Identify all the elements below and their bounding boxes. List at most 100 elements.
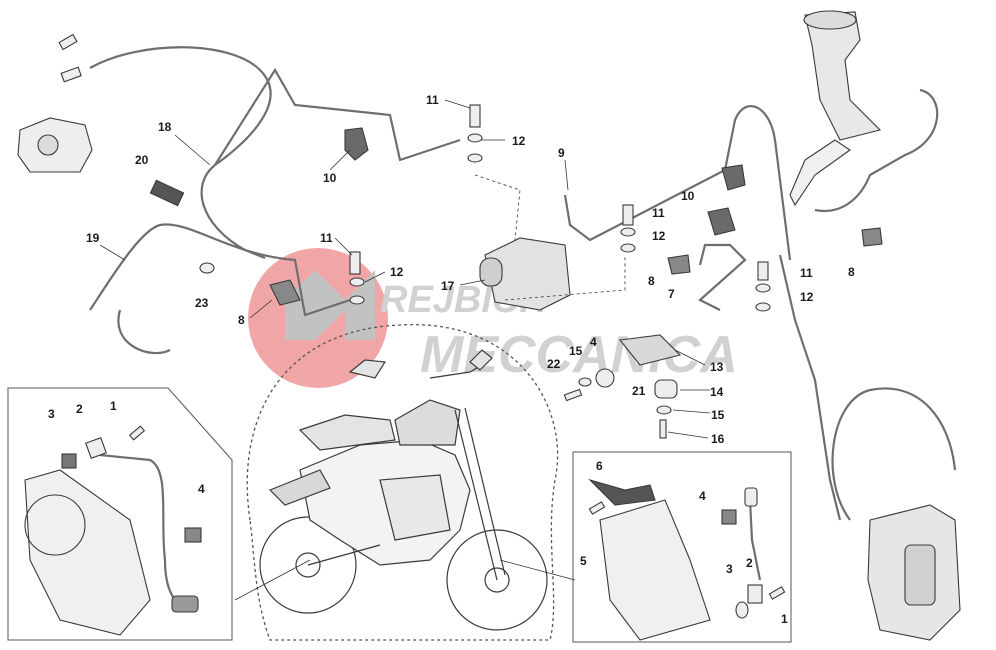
clip-4-left: [184, 527, 202, 543]
callout-1-right: 1: [781, 612, 788, 626]
callout-11-right-b: 11: [800, 266, 813, 280]
washer-12-a: [467, 133, 483, 143]
mount-13: [618, 334, 682, 366]
callout-17: 17: [441, 279, 455, 293]
motorcycle-dashed-outline: [246, 324, 559, 641]
callout-1-left: 1: [110, 399, 117, 413]
screw-16: [659, 419, 667, 439]
washer-15-left: [578, 377, 592, 387]
bracket-10-left: [344, 127, 369, 161]
leader-motorcycle-left: [234, 559, 311, 601]
washer-12-g: [755, 283, 771, 293]
callout-12-top: 12: [512, 134, 526, 148]
callout-12-left: 12: [390, 265, 404, 279]
screw-1-left: [128, 425, 146, 441]
callout-19: 19: [86, 231, 100, 245]
leader-19: [99, 244, 126, 261]
parts: [17, 10, 961, 641]
bolt-11-left: [349, 251, 361, 275]
master-cylinder: [804, 11, 882, 141]
hose-18-upper: [214, 67, 461, 166]
bush-14: [654, 379, 678, 399]
callout-16: 16: [711, 432, 725, 446]
inset-left: [7, 387, 233, 641]
callout-8-right-b: 8: [848, 265, 855, 279]
bracket-8-left: [269, 279, 301, 306]
screw-1-right: [768, 586, 786, 600]
engine: [379, 474, 451, 541]
callout-11-top: 11: [426, 93, 439, 107]
abs-unit: [484, 237, 571, 311]
leader-18: [174, 134, 211, 166]
exhaust: [268, 469, 331, 506]
sensor-2-left: [85, 437, 107, 459]
sensor-2-right: [747, 584, 763, 604]
connector-left: [171, 595, 199, 613]
callout-13: 13: [710, 360, 724, 374]
callout-7: 7: [668, 287, 675, 301]
screw-5-right: [588, 501, 606, 515]
rear-wheel: [259, 516, 357, 614]
rear-wheel-hub: [295, 552, 321, 578]
tone-ring-left: [24, 494, 86, 556]
callouts: 18 20 19 23 10 11 12 11 12 8 17 9 10 11 …: [48, 93, 855, 626]
leader-13: [674, 349, 706, 366]
leader-8-left: [249, 299, 273, 319]
clip-4-right: [721, 509, 737, 525]
hose-guide-6: [588, 478, 656, 506]
washer-12-f: [620, 243, 636, 253]
callout-11-right-a: 11: [652, 206, 665, 220]
hose-19-loop: [117, 309, 171, 355]
brake-lever: [789, 139, 851, 207]
bolt-11-right-a: [622, 204, 634, 226]
leader-motorcycle-right: [499, 559, 576, 581]
sensor-3-left: [61, 453, 77, 469]
sensor-bracket-left: [24, 469, 151, 636]
sensor-connector-right: [744, 487, 758, 507]
motorcycle: [259, 349, 548, 631]
callout-15-mid: 15: [569, 344, 583, 358]
mirror-right: [469, 349, 493, 371]
bracket-10-right-a: [721, 164, 746, 191]
leader-16: [667, 431, 709, 439]
hose-7: [698, 243, 747, 311]
sensor-cable-right: [748, 499, 762, 581]
motorcycle-seat: [298, 414, 396, 451]
leader-11-top: [444, 99, 471, 109]
callout-12-right-b: 12: [800, 290, 814, 304]
leader-11-left: [334, 237, 353, 256]
bolt-top-left: [58, 33, 78, 51]
watermark-m-shape: [285, 270, 375, 340]
callout-18: 18: [158, 120, 172, 134]
leader-lines: [99, 99, 711, 601]
washer-12-b: [467, 153, 483, 163]
callout-5-right: 5: [580, 554, 587, 568]
hose-front-long: [778, 254, 842, 521]
callout-8-right-a: 8: [648, 274, 655, 288]
callout-15-right: 15: [711, 408, 725, 422]
leader-10-left: [329, 149, 351, 171]
rear-caliper-piston: [37, 134, 59, 156]
hose-front-right: [831, 387, 957, 521]
inset-left-frame: [7, 387, 233, 641]
callout-4-left: 4: [198, 482, 205, 496]
leader-9: [564, 159, 569, 191]
callout-20: 20: [135, 153, 149, 167]
callout-8-left: 8: [238, 313, 245, 327]
callout-11-left: 11: [320, 231, 333, 245]
hose-front-master: [814, 88, 939, 213]
leader-12-left: [364, 271, 386, 283]
banjo-top-left: [60, 66, 82, 83]
washer-12-c: [349, 277, 365, 287]
clip-20: [149, 179, 185, 207]
washer-12-d: [349, 295, 365, 305]
callout-4-right: 4: [699, 489, 706, 503]
callout-2-right: 2: [746, 556, 753, 570]
grommet-23: [199, 262, 215, 274]
front-wheel-hub: [484, 567, 510, 593]
leader-17: [459, 279, 486, 286]
sensor-3-right: [735, 601, 749, 619]
washer-12-h: [755, 302, 771, 312]
front-caliper-pad: [904, 544, 936, 606]
